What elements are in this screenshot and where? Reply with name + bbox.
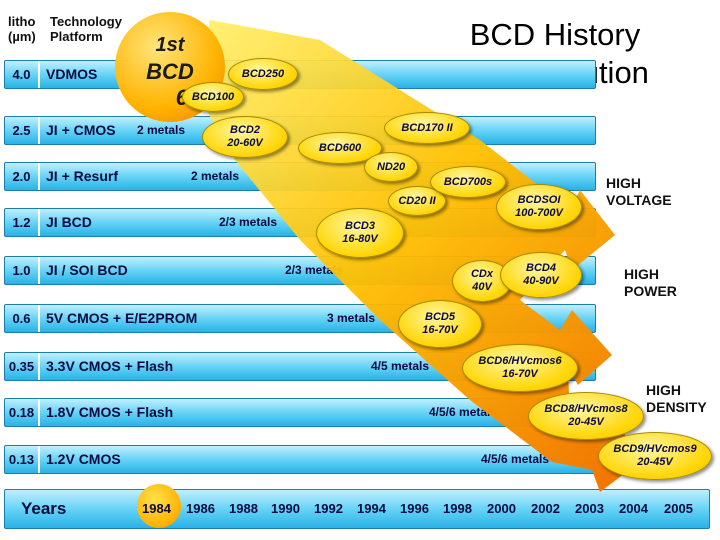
technology-header: Technology Platform — [50, 14, 122, 44]
row-metal: 4/5/6 metals — [429, 405, 498, 419]
year-label: 1986 — [186, 501, 215, 516]
row-tech: JI + Resurf — [46, 168, 118, 184]
oval-name: CD20 II — [398, 194, 436, 207]
oval-name: CDx — [470, 268, 493, 280]
oval-name: BCD700s — [443, 175, 493, 188]
platform-oval: BCD250 — [228, 58, 298, 90]
row-metal: 4/5 metals — [371, 359, 430, 373]
oval-name: BCD4 — [526, 262, 556, 274]
year-label: 1996 — [400, 501, 429, 516]
platform-oval: BCD5 16-70V — [398, 300, 482, 348]
year-label: 1984 — [142, 501, 171, 516]
technology-header-line2: Platform — [50, 29, 103, 44]
row-tech: 3.3V CMOS + Flash — [46, 358, 174, 374]
litho-header: litho (µm) — [8, 14, 36, 44]
oval-name: BCD6/HVcmos6 — [478, 355, 562, 367]
year-label: 2005 — [664, 501, 693, 516]
platform-oval: BCD170 II — [384, 112, 470, 144]
platform-oval: BCDSOI 100-700V — [496, 184, 582, 230]
high-voltage-line1: HIGH — [606, 175, 641, 191]
platform-oval: BCD4 40-90V — [500, 252, 582, 298]
oval-name: BCD100 — [191, 90, 235, 103]
row-litho: 1.2 — [5, 209, 40, 236]
title-line1: BCD History — [469, 17, 641, 52]
oval-name: BCD9/HVcmos9 — [613, 443, 697, 455]
row-litho: 2.5 — [5, 117, 40, 144]
oval-voltage: 20-45V — [568, 416, 604, 428]
oval-name: BCD170 II — [401, 121, 453, 134]
row-litho: 0.35 — [5, 353, 40, 380]
row-litho: 0.13 — [5, 446, 40, 473]
year-label: 2000 — [487, 501, 516, 516]
high-voltage-line2: VOLTAGE — [606, 192, 672, 208]
row-tech: JI + CMOS — [46, 122, 116, 138]
year-label: 1990 — [271, 501, 300, 516]
badge-line2: BCD — [146, 59, 194, 84]
row-litho: 4.0 — [5, 61, 40, 88]
badge-line1: 1st — [155, 34, 185, 56]
row-litho: 1.0 — [5, 257, 40, 284]
oval-voltage: 16-80V — [342, 233, 378, 245]
row-metal: 4/5/6 metals — [481, 452, 550, 466]
row-metal: 2 metals — [137, 123, 186, 137]
oval-voltage: 40V — [472, 281, 492, 293]
platform-oval: ND20 — [364, 152, 418, 182]
high-power-label: HIGH POWER — [624, 266, 677, 300]
oval-voltage: 20-45V — [637, 456, 673, 468]
platform-oval: BCD3 16-80V — [316, 208, 404, 258]
platform-oval: BCD700s — [430, 166, 506, 198]
year-1984-highlight — [137, 484, 181, 528]
row-tech: VDMOS — [46, 66, 98, 82]
oval-voltage: 20-60V — [227, 137, 263, 149]
oval-name: BCD5 — [425, 311, 455, 323]
platform-oval: BCD6/HVcmos6 16-70V — [462, 344, 578, 392]
platform-oval: BCD100 — [182, 82, 244, 112]
oval-name: BCD8/HVcmos8 — [544, 403, 628, 415]
row-litho: 0.6 — [5, 305, 40, 332]
oval-voltage: 16-70V — [502, 368, 538, 380]
oval-name: BCDSOI — [517, 194, 561, 206]
high-power-line1: HIGH — [624, 266, 659, 282]
row-litho: 2.0 — [5, 163, 40, 190]
row-tech: JI / SOI BCD — [46, 262, 128, 278]
row-metal: 3 metals — [327, 311, 376, 325]
platform-oval: BCD2 20-60V — [202, 116, 288, 158]
year-label: 1992 — [314, 501, 343, 516]
year-label: 1998 — [443, 501, 472, 516]
oval-name: BCD250 — [241, 67, 285, 80]
year-label: 1988 — [229, 501, 258, 516]
high-density-line1: HIGH — [646, 382, 681, 398]
years-bar: Years 1984 1986 1988 1990 1992 1994 1996… — [4, 484, 710, 529]
oval-voltage: 100-700V — [515, 207, 563, 219]
high-density-line2: DENSITY — [646, 399, 707, 415]
high-voltage-label: HIGH VOLTAGE — [606, 175, 672, 209]
year-label: 2004 — [619, 501, 648, 516]
row-metal: 2/3 metals — [219, 215, 278, 229]
year-label: 1994 — [357, 501, 386, 516]
oval-name: BCD600 — [318, 141, 362, 154]
platform-oval: BCD8/HVcmos8 20-45V — [528, 392, 644, 440]
year-label: 2003 — [575, 501, 604, 516]
litho-header-line1: litho — [8, 14, 36, 29]
platform-oval: BCD9/HVcmos9 20-45V — [598, 432, 712, 480]
oval-name: BCD3 — [345, 220, 375, 232]
oval-voltage: 16-70V — [422, 324, 458, 336]
litho-header-line2: (µm) — [8, 29, 36, 44]
row-tech: 1.2V CMOS — [46, 451, 121, 467]
years-label: Years — [21, 499, 67, 518]
row-tech: 1.8V CMOS + Flash — [46, 404, 174, 420]
high-density-label: HIGH DENSITY — [646, 382, 707, 416]
row-tech: JI BCD — [46, 214, 92, 230]
oval-voltage: 40-90V — [523, 275, 559, 287]
row-metal: 2 metals — [191, 169, 240, 183]
row-tech: 5V CMOS + E/E2PROM — [46, 310, 198, 326]
year-label: 2002 — [531, 501, 560, 516]
row-litho: 0.18 — [5, 399, 40, 426]
oval-name: BCD2 — [230, 124, 260, 136]
oval-name: ND20 — [376, 160, 406, 173]
technology-header-line1: Technology — [50, 14, 122, 29]
row-8: 0.13 1.2V CMOS 4/5/6 metals — [4, 445, 596, 474]
high-power-line2: POWER — [624, 283, 677, 299]
